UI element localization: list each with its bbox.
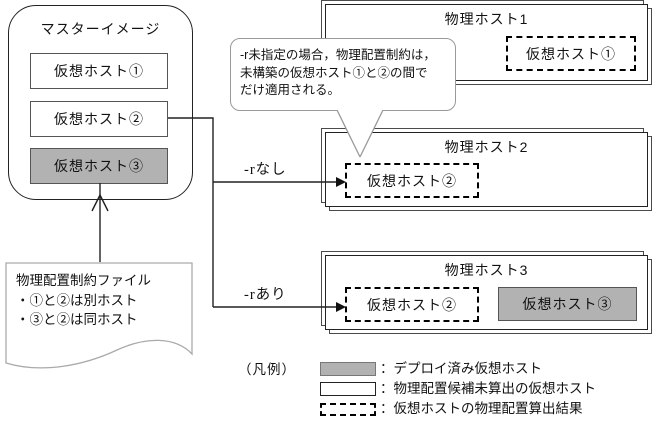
master-vhost-2: 仮想ホスト② — [30, 101, 168, 137]
physical-host-2: 物理ホスト2 仮想ホスト② — [325, 132, 648, 207]
legend-title: （凡例） — [238, 362, 296, 377]
legend-swatch-candidate-icon — [320, 382, 376, 396]
constraint-file-title: 物理配置制約ファイル — [16, 273, 151, 288]
callout-line-1: -r未指定の場合，物理配置制約は， — [240, 48, 436, 62]
constraint-file-rule-1: ・①と②は別ホスト — [16, 292, 138, 308]
callout-bubble: -r未指定の場合，物理配置制約は， 未構築の仮想ホスト①と②の間で だけ適用され… — [230, 38, 456, 111]
callout-tail-icon — [336, 109, 384, 158]
physical-host-3-vhost-3: 仮想ホスト③ — [498, 287, 637, 321]
legend: （凡例） ：デプロイ済み仮想ホスト ：物理配置候補未算出の仮想ホスト ：仮想ホス… — [238, 362, 596, 422]
master-vhost-1: 仮想ホスト① — [30, 53, 168, 89]
callout-line-3: だけ適用される。 — [240, 83, 341, 97]
branch-label-r-ari: -rあり — [242, 283, 289, 304]
legend-swatch-calculated-icon — [320, 402, 376, 416]
physical-host-1-vhost-1: 仮想ホスト① — [506, 36, 636, 71]
legend-item-deployed: ：デプロイ済み仮想ホスト — [320, 362, 596, 376]
legend-item-candidate: ：物理配置候補未算出の仮想ホスト — [320, 382, 596, 396]
physical-host-2-title: 物理ホスト2 — [444, 139, 529, 155]
legend-item-calculated: ：仮想ホストの物理配置算出結果 — [320, 402, 596, 416]
physical-host-3: 物理ホスト3 仮想ホスト② 仮想ホスト③ — [325, 255, 648, 330]
callout-line-2: 未構築の仮想ホスト①と②の間で — [240, 65, 428, 80]
master-vhost-3: 仮想ホスト③ — [30, 148, 168, 184]
constraint-file-shape — [5, 262, 193, 369]
legend-rows: ：デプロイ済み仮想ホスト ：物理配置候補未算出の仮想ホスト ：仮想ホストの物理配… — [320, 362, 596, 422]
physical-host-2-vhost-2: 仮想ホスト② — [345, 163, 479, 198]
physical-host-3-title: 物理ホスト3 — [444, 262, 529, 278]
physical-host-1-title: 物理ホスト1 — [444, 11, 529, 27]
constraint-file-rule-2: ・③と②は同ホスト — [16, 312, 138, 327]
legend-swatch-deployed-icon — [320, 362, 376, 376]
master-image-title: マスターイメージ — [40, 21, 161, 37]
constraint-file: 物理配置制約ファイル ・①と②は別ホスト ・③と②は同ホスト — [5, 262, 195, 330]
branch-label-r-nashi: -rなし — [242, 158, 289, 179]
master-image-box: マスターイメージ 仮想ホスト① 仮想ホスト② 仮想ホスト③ — [8, 5, 193, 200]
physical-host-3-vhost-2: 仮想ホスト② — [345, 287, 479, 322]
